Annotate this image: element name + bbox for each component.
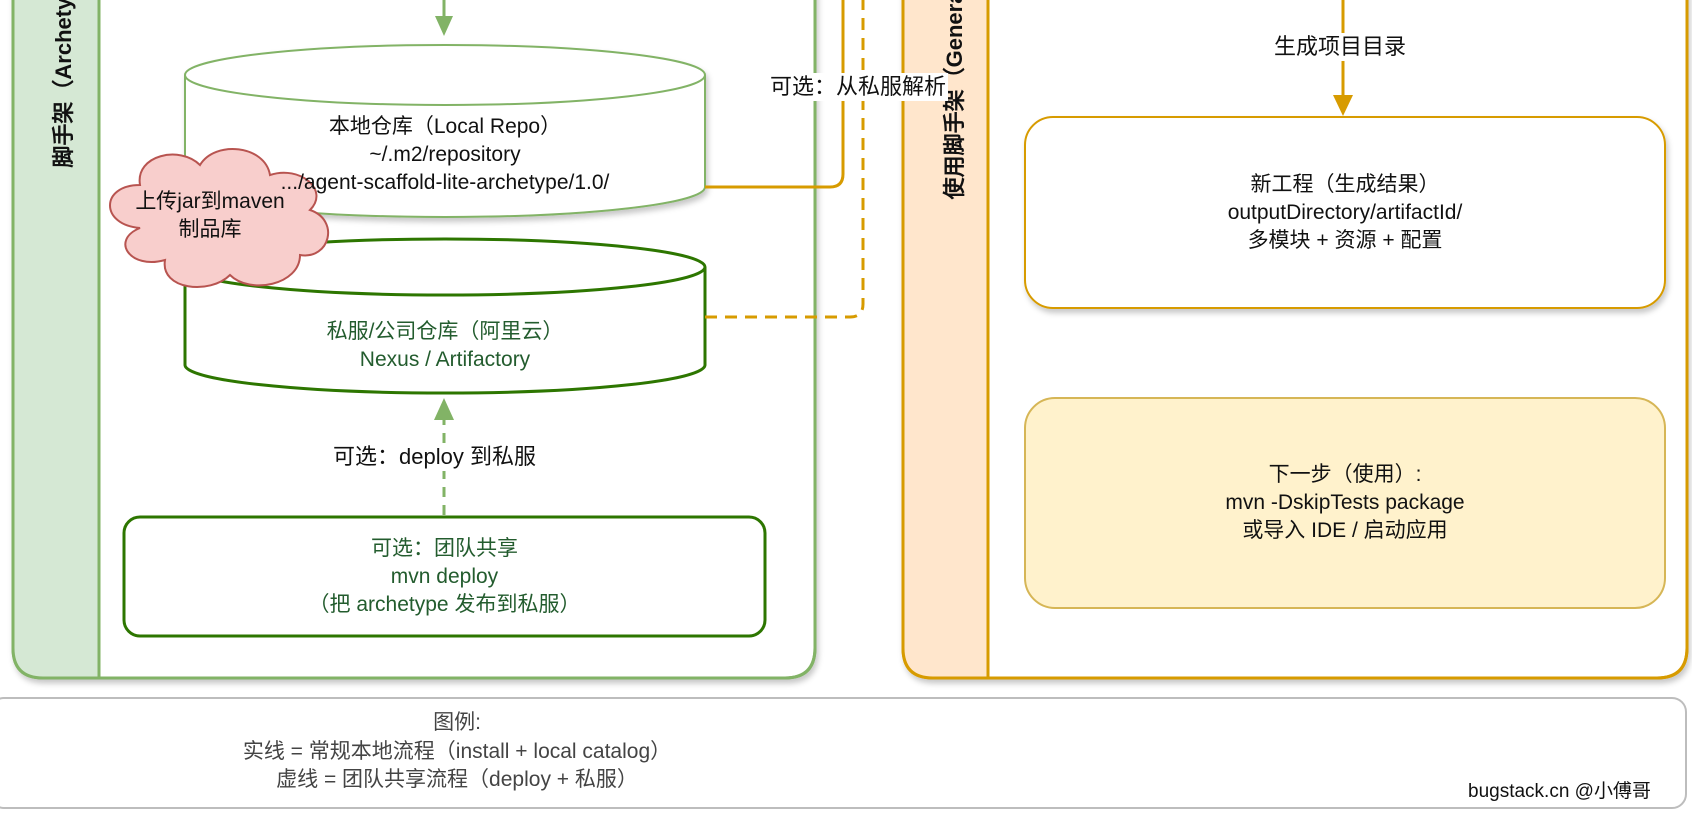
next-step-box[interactable] (1024, 397, 1666, 609)
team-share-box[interactable] (122, 515, 767, 638)
private-repo-products: Nexus / Artifactory (359, 348, 531, 371)
new-project-title: 新工程（生成结果） (1250, 173, 1440, 196)
team-share-description: （把 archetype 发布到私服） (308, 593, 581, 616)
local-repo-path: ~/.m2/repository (369, 143, 521, 166)
team-share-command: mvn deploy (390, 565, 499, 588)
next-step-command: mvn -DskipTests package (1225, 491, 1465, 514)
left-swimlane-border (11, 0, 817, 680)
legend-title: 图例: (433, 711, 481, 734)
cloud-note-line2: 制品库 (178, 218, 242, 241)
legend-solid: 实线 = 常规本地流程（install + local catalog） (242, 740, 672, 763)
next-step-label: 下一步（使用）: mvn -DskipTests package 或导入 IDE… (1025, 458, 1665, 548)
resolve-edge-label: 可选：从私服解析 (768, 73, 949, 101)
deploy-arrowhead (434, 398, 454, 420)
credit-text: bugstack.cn @小傅哥 (1468, 781, 1651, 802)
resolve-solid-edge (705, 0, 845, 189)
legend-box (0, 697, 1687, 809)
local-repo-title: 本地仓库（Local Repo） (328, 115, 562, 138)
legend-dashed: 虚线 = 团队共享流程（deploy + 私服） (276, 768, 638, 791)
left-section-title: 脚手架（Archetype） (51, 0, 76, 168)
generate-edge-label: 生成项目目录 (1272, 33, 1409, 61)
right-swimlane-border (901, 0, 1689, 680)
cloud-note (109, 148, 329, 288)
team-share-label: 可选：团队共享 mvn deploy （把 archetype 发布到私服） (124, 532, 765, 622)
next-step-title: 下一步（使用）: (1268, 463, 1422, 486)
new-project-label: 新工程（生成结果） outputDirectory/artifactId/ 多模… (1025, 168, 1665, 258)
left-swimlane-band (14, 0, 99, 677)
generate-arrowhead (1333, 95, 1353, 116)
private-repo-label: 私服/公司仓库（阿里云） Nexus / Artifactory (185, 316, 705, 376)
local-repo-label: 本地仓库（Local Repo） ~/.m2/repository .../ag… (185, 110, 705, 200)
resolve-dashed-edge (705, 0, 865, 319)
cloud-note-line1: 上传jar到maven (135, 190, 285, 213)
right-swimlane-band (904, 0, 988, 677)
new-project-box[interactable] (1024, 116, 1666, 309)
next-step-alternative: 或导入 IDE / 启动应用 (1242, 519, 1448, 542)
local-repo-cylinder[interactable] (184, 44, 706, 218)
local-repo-artifact-path: .../agent-scaffold-lite-archetype/1.0/ (280, 171, 610, 194)
install-arrowhead (435, 16, 453, 36)
deploy-edge-label: 可选：deploy 到私服 (331, 443, 538, 471)
new-project-path: outputDirectory/artifactId/ (1227, 201, 1463, 224)
new-project-contents: 多模块 + 资源 + 配置 (1247, 229, 1443, 252)
private-repo-title: 私服/公司仓库（阿里云） (326, 320, 564, 343)
team-share-title: 可选：团队共享 (371, 537, 518, 560)
cloud-note-label: 上传jar到maven 制品库 (105, 186, 315, 246)
